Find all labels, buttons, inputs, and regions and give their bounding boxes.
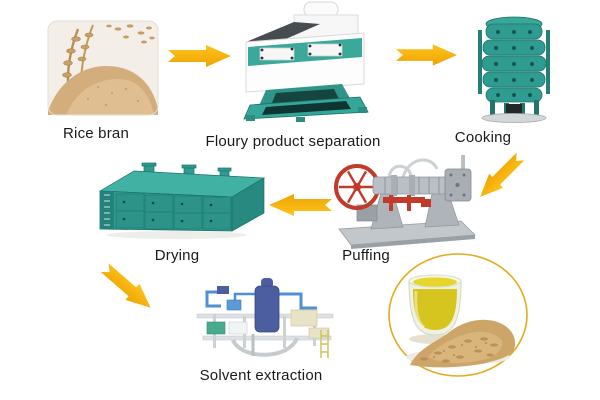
drying-machine	[92, 162, 267, 241]
floury-separation-machine-icon	[243, 1, 369, 122]
stage-label-puffing: Puffing	[342, 247, 390, 264]
rice-bran-photo	[47, 20, 159, 116]
arrow-puffing-to-drying	[268, 193, 332, 217]
stage-label-cooking: Cooking	[454, 129, 512, 146]
arrow-rice-bran-to-floury	[168, 45, 232, 67]
arrow-drying-to-solvent	[97, 259, 158, 316]
stage-label-drying: Drying	[154, 247, 200, 264]
rice-bran-icon	[47, 20, 159, 116]
drying-machine-icon	[98, 162, 266, 239]
cooking-machine	[478, 14, 550, 123]
arrow-cooking-to-puffing	[472, 149, 529, 206]
stage-label-solvent: Solvent extraction	[199, 367, 323, 384]
stage-label-rice-bran: Rice bran	[63, 125, 129, 142]
solvent-extraction-plant-icon	[196, 278, 334, 358]
puffing-machine	[333, 155, 478, 249]
solvent-extraction-plant	[193, 276, 338, 366]
arrow-floury-to-cooking	[396, 44, 458, 66]
cooking-machine-icon	[478, 16, 550, 123]
oil-glass-with-rice-bran-icon	[388, 253, 528, 377]
stage-label-floury: Floury product separation	[205, 133, 381, 150]
rice-bran-oil-product	[388, 253, 528, 378]
puffing-machine-icon	[334, 155, 476, 249]
floury-separation-machine	[238, 1, 373, 122]
